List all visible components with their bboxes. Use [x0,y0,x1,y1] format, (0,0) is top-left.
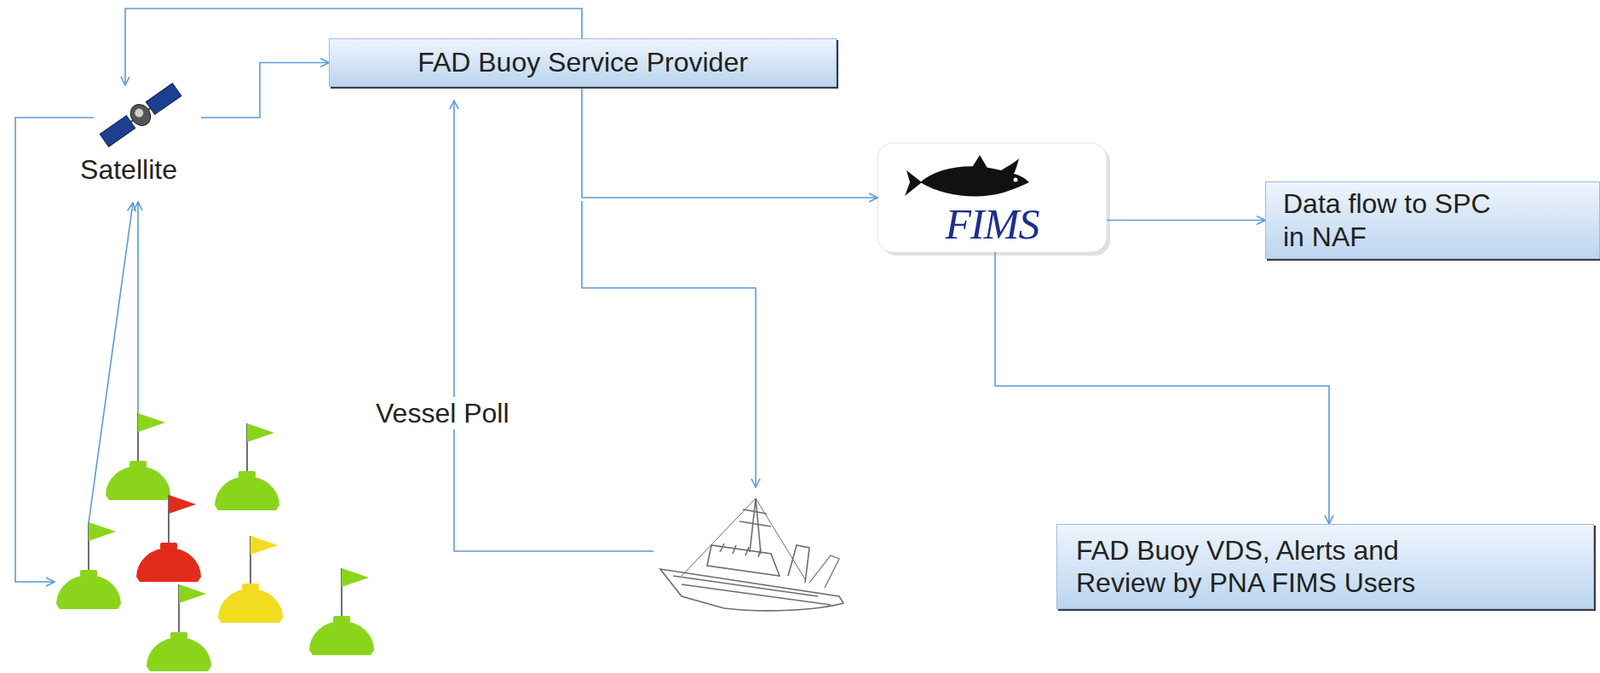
node-text: FAD Buoy Service Provider [417,46,749,79]
flow-arrow [1106,219,1266,222]
logo-ground [877,143,1107,253]
flow-lines [15,100,756,582]
flow-arrow [581,86,878,198]
process-box: FAD Buoy Service Provider [328,38,837,87]
output-box: FAD Buoy VDS, Alerts and Review by PNA F… [1056,523,1595,610]
node-text: Data flow to SPC in NAF [1283,187,1515,254]
logo-box: FIMS [877,143,1107,253]
node-text: Satellite [56,153,202,186]
satellite-node: Satellite [56,85,202,190]
output-box: Data flow to SPC in NAF [1265,181,1600,259]
fish-logo [904,155,1030,196]
vessel-illustration [660,498,844,611]
flow-arrow [201,63,329,119]
flow-arrow [995,252,1330,524]
satellite-icon [97,80,184,150]
node-text: FAD Buoy VDS, Alerts and Review by PNA F… [1076,534,1443,600]
node-text: FIMS [886,202,1099,246]
fad-buoys [56,413,375,672]
flow-label: Vessel Poll [372,397,513,430]
